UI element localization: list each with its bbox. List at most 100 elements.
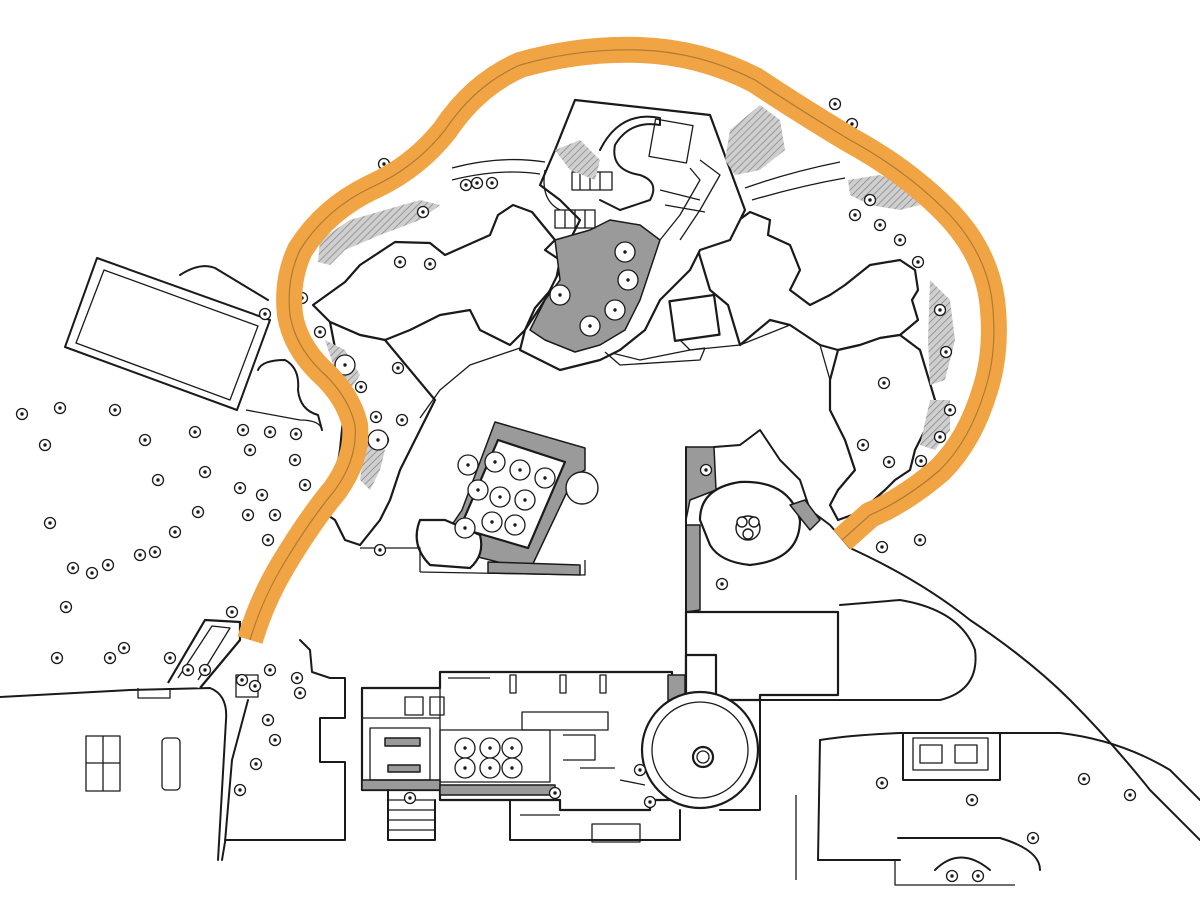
tree-marker xyxy=(875,540,889,554)
tree-marker xyxy=(643,795,657,809)
tree-marker xyxy=(50,651,64,665)
large-tree-marker xyxy=(604,299,626,321)
tree-marker xyxy=(933,303,947,317)
tree-marker xyxy=(633,763,647,777)
large-tree-marker xyxy=(479,757,501,779)
round-atrium xyxy=(685,429,851,613)
tree-marker xyxy=(181,663,195,677)
tree-marker xyxy=(235,673,249,687)
tree-marker xyxy=(893,233,907,247)
tree-marker xyxy=(470,176,484,190)
tree-marker xyxy=(241,508,255,522)
tree-marker xyxy=(965,793,979,807)
tree-marker xyxy=(863,193,877,207)
tree-marker xyxy=(138,433,152,447)
tree-marker xyxy=(15,407,29,421)
tree-marker xyxy=(914,454,928,468)
tree-marker xyxy=(548,786,562,800)
tree-marker xyxy=(971,869,985,883)
tree-marker xyxy=(188,425,202,439)
tree-marker xyxy=(248,679,262,693)
tree-marker xyxy=(848,208,862,222)
tree-marker xyxy=(85,566,99,580)
tree-marker xyxy=(263,663,277,677)
tree-marker xyxy=(225,605,239,619)
large-tree-marker xyxy=(579,315,601,337)
tree-marker xyxy=(243,443,257,457)
central-tower xyxy=(518,98,747,372)
tree-marker xyxy=(939,345,953,359)
large-tree-marker xyxy=(367,429,389,451)
tree-marker xyxy=(423,257,437,271)
tree-marker xyxy=(108,403,122,417)
tree-marker xyxy=(354,380,368,394)
tree-marker xyxy=(289,427,303,441)
tree-marker xyxy=(373,543,387,557)
tree-marker xyxy=(856,438,870,452)
tree-marker xyxy=(403,791,417,805)
tree-marker xyxy=(485,176,499,190)
large-tree-marker xyxy=(454,517,476,539)
south-buildings xyxy=(360,610,1001,843)
tree-marker xyxy=(168,525,182,539)
tree-marker xyxy=(233,783,247,797)
tree-marker xyxy=(261,533,275,547)
route-centerline xyxy=(249,49,995,641)
tree-marker xyxy=(148,545,162,559)
large-tree-marker xyxy=(457,454,479,476)
tree-marker xyxy=(911,255,925,269)
tree-marker xyxy=(133,548,147,562)
tree-marker xyxy=(103,651,117,665)
trees xyxy=(15,97,1137,883)
highlighted-route xyxy=(237,36,1007,644)
tree-marker xyxy=(151,473,165,487)
tree-marker xyxy=(875,776,889,790)
tree-marker xyxy=(117,641,131,655)
tree-marker xyxy=(261,713,275,727)
tree-marker xyxy=(945,869,959,883)
tree-marker xyxy=(263,425,277,439)
large-tree-marker xyxy=(501,737,523,759)
large-tree-marker xyxy=(501,757,523,779)
tree-marker xyxy=(236,423,250,437)
tree-marker xyxy=(882,455,896,469)
tree-marker xyxy=(933,430,947,444)
tree-marker xyxy=(369,410,383,424)
tree-marker xyxy=(191,505,205,519)
large-tree-marker xyxy=(454,737,476,759)
large-tree-marker xyxy=(549,284,571,306)
tree-marker xyxy=(715,577,729,591)
tree-marker xyxy=(873,218,887,232)
tree-marker xyxy=(163,651,177,665)
tree-marker xyxy=(293,686,307,700)
tree-marker xyxy=(249,757,263,771)
tree-marker xyxy=(101,558,115,572)
roads xyxy=(0,158,1200,886)
tree-marker xyxy=(1026,831,1040,845)
tree-marker xyxy=(233,481,247,495)
tree-marker xyxy=(288,453,302,467)
tree-marker xyxy=(699,463,713,477)
tree-marker xyxy=(43,516,57,530)
tree-marker xyxy=(268,733,282,747)
tree-marker xyxy=(38,438,52,452)
tree-marker xyxy=(66,561,80,575)
tree-marker xyxy=(198,663,212,677)
tree-marker xyxy=(395,413,409,427)
large-tree-marker xyxy=(454,757,476,779)
large-tree-marker xyxy=(509,459,531,481)
tree-marker xyxy=(1077,772,1091,786)
large-tree-marker xyxy=(514,489,536,511)
tree-marker xyxy=(255,488,269,502)
tree-marker xyxy=(828,97,842,111)
large-tree-marker xyxy=(484,451,506,473)
tree-marker xyxy=(298,478,312,492)
large-tree-marker xyxy=(534,467,556,489)
tree-marker xyxy=(198,465,212,479)
large-tree-marker xyxy=(334,354,356,376)
tree-marker xyxy=(268,508,282,522)
tree-marker xyxy=(59,600,73,614)
tree-marker xyxy=(53,401,67,415)
large-tree-marker xyxy=(617,269,639,291)
